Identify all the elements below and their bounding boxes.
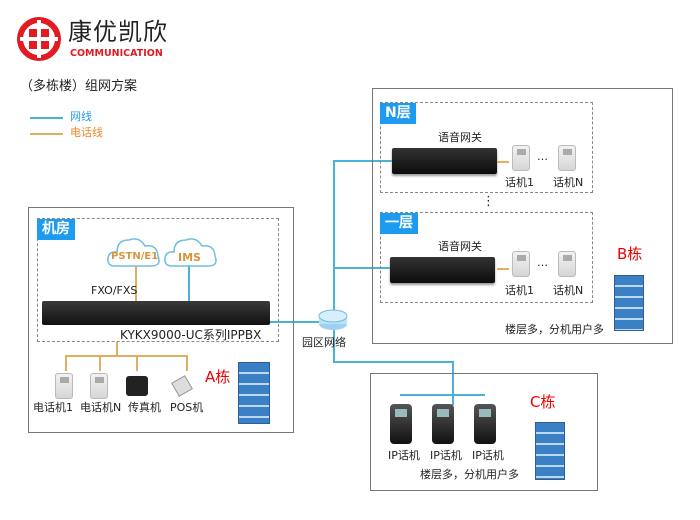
ippbx-device — [42, 301, 270, 325]
building-icon — [614, 275, 644, 331]
phone-label: 话机1 — [505, 176, 534, 189]
link-c-drop — [452, 361, 454, 405]
cloud-icon — [164, 238, 217, 267]
logo-mark-icon — [17, 17, 61, 61]
building-b-panel — [372, 88, 673, 344]
phone-icon — [55, 373, 73, 399]
ip-phone-icon — [432, 404, 454, 444]
ip-phone-label: IP话机 — [430, 449, 462, 462]
gateway-label: 语音网关 — [438, 240, 482, 253]
phone-icon — [512, 145, 530, 171]
cloud-icon — [107, 238, 160, 267]
floor-n-area — [380, 102, 593, 193]
page-title: （多栋楼）组网方案 — [20, 79, 138, 94]
endpoint-label: 电话机1 — [33, 401, 73, 414]
legend-line-network — [30, 117, 63, 119]
voice-gateway — [390, 257, 495, 283]
cloud-ims-label: IMS — [178, 251, 201, 264]
server-room-area — [37, 218, 279, 342]
floor-dots: ⋮ — [482, 194, 495, 209]
link-floor-1 — [333, 267, 393, 269]
building-c-note: 楼层多，分机用户多 — [420, 468, 519, 481]
logo-subtitle: COMMUNICATION — [70, 48, 163, 59]
link-router-c-v — [333, 330, 335, 362]
phone-line — [497, 268, 509, 270]
voice-gateway — [392, 148, 497, 174]
link-floor-n — [333, 160, 393, 162]
phone-label: 话机N — [553, 284, 584, 297]
phone-bus — [65, 355, 187, 357]
link-router-c-h — [333, 361, 453, 363]
link-trunk-vertical — [333, 160, 335, 312]
phone-icon — [558, 251, 576, 277]
phone-drop — [99, 355, 101, 371]
ims-link — [188, 266, 190, 302]
phone-drop — [136, 355, 138, 371]
trunk-line — [135, 266, 137, 302]
building-icon — [238, 362, 270, 424]
logo-name: 康优凯欣 — [68, 18, 168, 46]
router-icon — [318, 309, 348, 330]
ip-phone-icon — [390, 404, 412, 444]
building-c-panel — [370, 373, 598, 491]
building-icon — [535, 422, 565, 480]
endpoint-label: 电话机N — [80, 401, 122, 414]
gateway-label: 语音网关 — [438, 131, 482, 144]
fax-icon — [126, 376, 148, 396]
ellipsis: … — [537, 150, 548, 163]
building-b-note: 楼层多，分机用户多 — [505, 323, 604, 336]
interface-label: FXO/FXS — [91, 284, 138, 297]
phone-icon — [512, 251, 530, 277]
building-a-name: A栋 — [205, 368, 231, 386]
floor-n-label: N层 — [380, 103, 416, 124]
phone-icon — [90, 373, 108, 399]
legend-label-network: 网线 — [70, 110, 92, 123]
phone-line — [497, 161, 509, 163]
building-b-name: B栋 — [617, 245, 643, 263]
phone-drop — [186, 355, 188, 371]
ip-phone-label: IP话机 — [388, 449, 420, 462]
ip-phone-icon — [474, 404, 496, 444]
phone-icon — [558, 145, 576, 171]
phone-label: 话机N — [553, 176, 584, 189]
phone-line — [116, 342, 118, 356]
server-room-label: 机房 — [37, 219, 75, 240]
building-c-name: C栋 — [530, 393, 556, 411]
phone-label: 话机1 — [505, 284, 534, 297]
phone-drop — [65, 355, 67, 371]
ellipsis: … — [537, 256, 548, 269]
cloud-pstn-label: PSTN/E1 — [111, 251, 159, 262]
floor-1-label: 一层 — [380, 213, 418, 234]
campus-network-label: 园区网络 — [302, 336, 346, 349]
link-pbx-router — [270, 321, 320, 323]
legend-label-phone: 电话线 — [70, 126, 103, 139]
endpoint-label: 传真机 — [128, 401, 161, 414]
legend-line-phone — [30, 133, 63, 135]
link-c-bus — [400, 394, 485, 396]
building-a-panel — [28, 207, 294, 433]
floor-1-area — [380, 212, 593, 303]
ippbx-label: KYKX9000-UC系列IPPBX — [120, 328, 262, 342]
endpoint-label: POS机 — [170, 401, 204, 414]
ip-phone-label: IP话机 — [472, 449, 504, 462]
